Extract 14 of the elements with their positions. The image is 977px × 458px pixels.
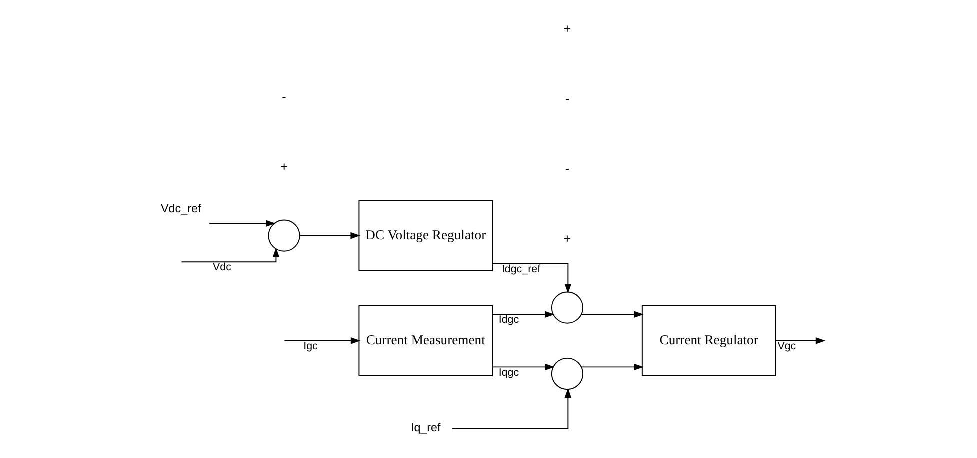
edge-label: Idgc [498, 314, 519, 326]
edge-label: Idgc_ref [501, 264, 540, 276]
node-text: Iq_ref [410, 422, 440, 435]
edge-label: Vdc [212, 262, 231, 274]
label: - [564, 92, 570, 106]
node-text: Vdc_ref [160, 202, 201, 216]
label: - [282, 90, 286, 104]
label: + [563, 22, 571, 36]
label: + [563, 232, 571, 246]
label: + [280, 160, 288, 174]
edge-label: Vgc [777, 340, 796, 352]
label: - [564, 162, 570, 176]
edge-label: Igc [303, 340, 318, 352]
edge-label: Iqgc [498, 366, 519, 379]
